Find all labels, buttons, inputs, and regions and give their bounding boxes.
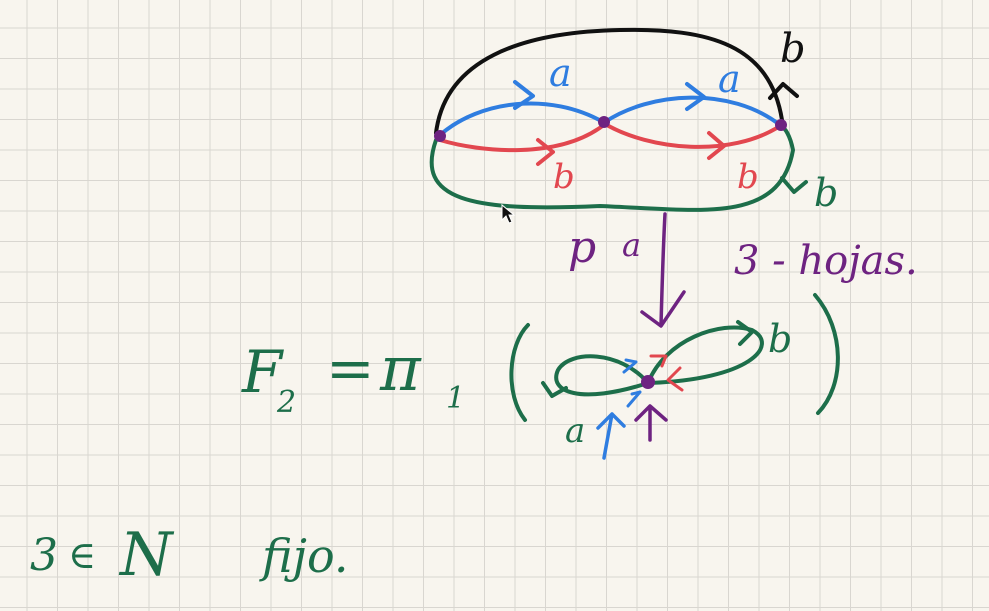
equation-equals: = [326,334,375,402]
label-black-b: b [780,26,806,72]
label-green-b: b [814,171,838,215]
equation-pi: π [379,332,422,405]
label-blue-a-left: a [549,51,572,95]
paren-left [509,323,530,422]
paren-right [813,293,840,415]
blue-arrowhead-left [513,80,535,110]
label-red-b-right: b [737,157,759,197]
black-edge-arrowhead [768,82,799,100]
green-arrowhead [780,176,808,194]
mouse-pointer-icon [501,203,516,224]
vertex-arrow-red-1 [649,354,668,368]
vertex-left [434,130,446,142]
incoming-arrow-blue [596,412,626,460]
red-edge-b-right [603,122,782,149]
vertex-arrow-blue-1 [622,358,638,374]
vertex-arrow-blue-2 [626,390,642,408]
red-arrowhead-left [536,138,555,166]
map-symbol-p: p [568,222,596,273]
label-blue-a-right: a [718,57,741,101]
equation-subscript-1: 1 [446,381,465,416]
blue-edge-a-right [603,95,782,127]
note-element-of: ∈ [68,533,96,577]
vertex-middle [598,116,610,128]
equation-F: F [241,338,284,406]
equation-subscript-2: 2 [276,385,296,420]
base-vertex [641,375,655,389]
loop-left-a [554,354,650,397]
red-edge-b-left [438,122,607,153]
loop-label-b: b [768,317,792,361]
covering-map: p a [568,212,686,328]
vertex-right [775,119,787,131]
map-arrowhead [640,290,686,328]
red-arrowhead-right [707,131,726,160]
base-graph: a b [541,317,792,460]
loop-label-a: a [565,411,585,451]
label-red-b-left: b [553,157,575,197]
loop-right-arrowhead [736,320,754,346]
loop-left-arrowhead [541,381,568,398]
incoming-arrow-purple [634,404,668,442]
note-fijo: fijo. [259,529,348,583]
bottom-note: 3 ∈ N fijo. [30,520,348,590]
note-naturals-N: N [118,520,175,590]
cover-graph: b a a b b b [429,26,838,215]
blue-edge-a-left [438,101,605,137]
equation: F 2 = π 1 [241,293,840,422]
note-number-3: 3 [30,530,58,581]
blue-arrowhead-right [685,82,706,111]
green-edge-b [429,124,795,212]
black-edge-b [434,27,784,135]
map-label-a: a [622,226,641,264]
vertex-arrow-red-2 [666,366,684,392]
map-arrow-shaft [659,212,667,327]
sheets-note: 3 - hojas. [734,238,918,284]
